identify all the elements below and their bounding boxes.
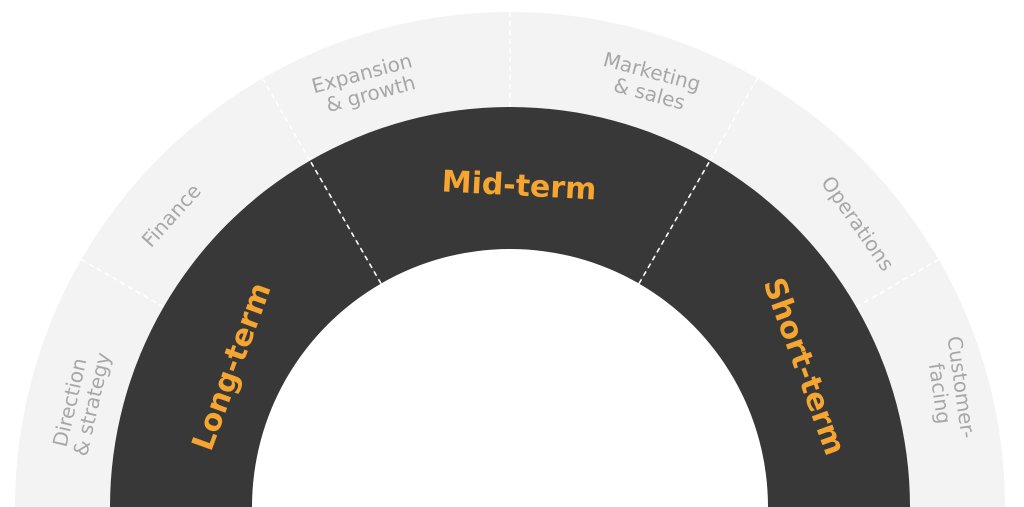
outer-divider — [261, 77, 311, 161]
outer-divider — [856, 258, 940, 308]
outer-ring — [15, 11, 1005, 507]
outer-divider — [80, 258, 164, 308]
inner-segment — [110, 160, 381, 507]
outer-divider — [709, 77, 759, 161]
inner-divider — [309, 160, 382, 284]
outer-segment — [510, 12, 758, 161]
inner-divider — [638, 160, 711, 284]
outer-segment — [856, 259, 1005, 507]
inner-segment — [310, 106, 710, 284]
outer-segment — [262, 11, 510, 161]
outer-label-customer-facing: Customer- facing — [921, 334, 982, 449]
inner-ring — [110, 106, 910, 507]
inner-label-mid-term: Mid-term — [441, 164, 597, 207]
inner-segment — [639, 160, 910, 507]
outer-segment — [710, 78, 939, 307]
outer-segment — [81, 78, 310, 307]
outer-segment — [15, 259, 164, 507]
